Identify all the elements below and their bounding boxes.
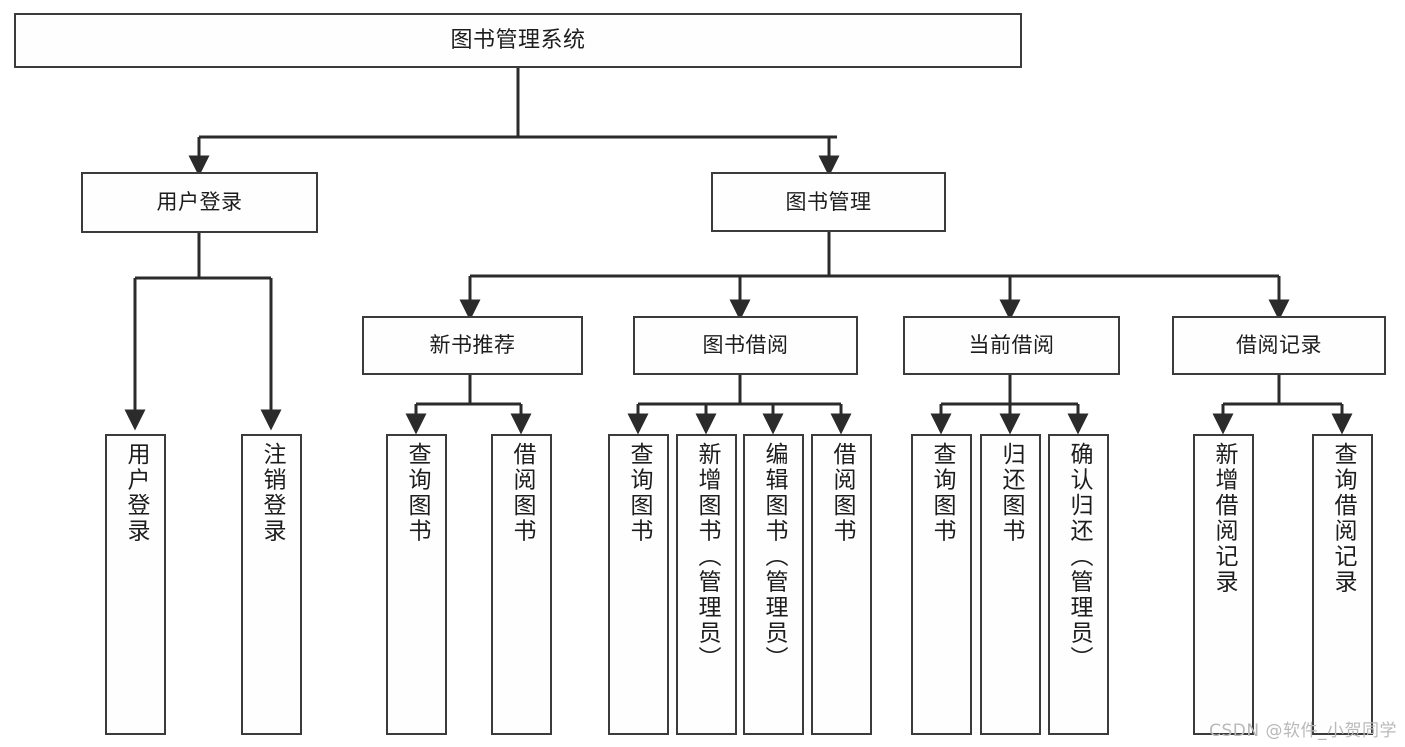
node-book-management[interactable]: 图书管理: [711, 172, 946, 232]
node-label: 图书管理系统: [450, 27, 586, 53]
node-label: 当前借阅: [968, 333, 1055, 358]
node-label: 借阅图书: [509, 442, 535, 544]
node-leaf-borrow-book-1[interactable]: 借阅图书: [491, 434, 552, 735]
node-label: 查询借阅记录: [1330, 442, 1356, 595]
node-label: 查询图书: [626, 442, 652, 544]
node-current-borrow[interactable]: 当前借阅: [903, 316, 1120, 375]
node-root-book-management-system[interactable]: 图书管理系统: [14, 13, 1022, 68]
node-label: 确认归还（管理员）: [1066, 442, 1092, 672]
node-label: 借阅记录: [1236, 333, 1322, 358]
node-leaf-logout[interactable]: 注销登录: [241, 434, 302, 735]
node-label: 用户登录: [123, 442, 149, 544]
node-label: 注销登录: [259, 442, 285, 544]
node-label: 新增借阅记录: [1211, 442, 1237, 595]
node-leaf-borrow-book-2[interactable]: 借阅图书: [811, 434, 872, 735]
node-label: 用户登录: [156, 190, 243, 215]
node-label: 归还图书: [998, 442, 1024, 544]
node-leaf-user-login[interactable]: 用户登录: [105, 434, 166, 735]
node-new-book-recommend[interactable]: 新书推荐: [362, 316, 583, 375]
node-leaf-query-book-1[interactable]: 查询图书: [386, 434, 447, 735]
node-leaf-add-book[interactable]: 新增图书（管理员）: [676, 434, 737, 735]
node-label: 查询图书: [404, 442, 430, 544]
node-book-borrow[interactable]: 图书借阅: [633, 316, 858, 375]
node-label: 新书推荐: [429, 333, 516, 358]
node-leaf-edit-book[interactable]: 编辑图书（管理员）: [743, 434, 804, 735]
node-label: 借阅图书: [829, 442, 855, 544]
node-leaf-query-book-2[interactable]: 查询图书: [608, 434, 669, 735]
node-leaf-add-record[interactable]: 新增借阅记录: [1193, 434, 1254, 735]
node-label: 图书管理: [785, 189, 872, 214]
node-label: 编辑图书（管理员）: [761, 442, 787, 672]
node-leaf-query-book-3[interactable]: 查询图书: [911, 434, 972, 735]
node-label: 查询图书: [929, 442, 955, 544]
node-borrow-record[interactable]: 借阅记录: [1172, 316, 1386, 375]
node-leaf-confirm-return[interactable]: 确认归还（管理员）: [1048, 434, 1109, 735]
node-label: 图书借阅: [702, 333, 789, 358]
node-label: 新增图书（管理员）: [694, 442, 720, 672]
node-user-login[interactable]: 用户登录: [81, 172, 318, 233]
node-leaf-return-book[interactable]: 归还图书: [980, 434, 1041, 735]
node-leaf-query-record[interactable]: 查询借阅记录: [1312, 434, 1373, 735]
